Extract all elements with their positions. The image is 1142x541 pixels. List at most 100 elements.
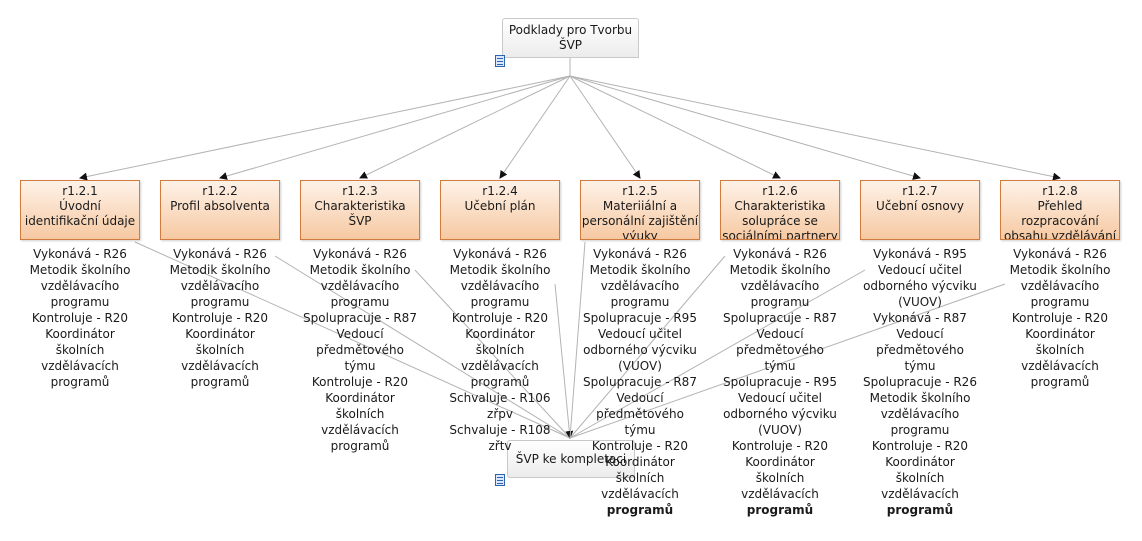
role-line: školních [475,343,525,357]
role-line: Metodik školního [729,263,831,277]
role-line: programu [330,295,390,309]
process-title: Charakteristika solupráce se sociálními … [722,199,838,240]
process-title: Charakteristika ŠVP [314,199,406,228]
role-line: vzdělávacího [180,279,260,293]
role-line: týmu [904,359,936,373]
process-id: r1.2.5 [622,184,658,198]
connector-to-r1-2-2 [219,75,571,180]
connector-to-r1-2-6 [569,75,781,179]
role-line: Spolupracuje - R87 [303,311,417,325]
process-id: r1.2.2 [202,184,238,198]
role-line: (VUOV) [898,295,942,309]
role-line: Kontroluje - R20 [871,439,969,453]
role-line: programu [50,295,110,309]
role-line: Vedoucí [756,327,804,341]
document-icon [495,474,505,486]
podklady-document[interactable]: Podklady pro Tvorbu ŠVP [502,18,639,58]
role-line: vzdělávacího [40,279,120,293]
role-line: vzdělávacích [321,423,399,437]
connector-to-r1-2-7 [569,75,921,180]
connector-to-r1-2-3 [359,75,571,179]
svp-ke-kompletaci-document-label: ŠVP ke kompletaci [515,451,627,466]
role-line: programů [190,375,250,389]
process-title: Učební osnovy [876,199,964,213]
podklady-document-label-line1: Podklady pro Tvorbu [508,23,633,37]
role-line: Schvaluje - R108 [449,423,551,437]
role-line: Metodik školního [169,263,271,277]
role-line: Vykonává - R26 [173,247,267,261]
role-line: vzdělávacích [41,359,119,373]
role-line: programu [1030,295,1090,309]
role-line: (VUOV) [618,359,662,373]
role-line: Koordinátor [1025,327,1095,341]
role-line: programu [750,295,810,309]
role-line: Vykonává - R95 [873,247,967,261]
process-title: Materiiální a personální zajištění výuky [581,199,699,240]
role-line: Vedoucí učitel [598,327,682,341]
role-line: vzdělávacích [1021,359,1099,373]
role-line: programů [470,375,530,389]
role-line: Metodik školního [869,391,971,405]
connector-to-r1-2-8 [569,75,1061,181]
role-line: Koordinátor [185,327,255,341]
process-id: r1.2.3 [342,184,378,198]
process-id: r1.2.7 [902,184,938,198]
role-line: Kontroluje - R20 [171,311,269,325]
role-line: vzdělávacího [600,279,680,293]
role-line: týmu [344,359,376,373]
process-title: Úvodní identifikační údaje [24,199,136,228]
role-line: Kontroluje - R20 [1011,311,1109,325]
role-line: předmětového [596,407,684,421]
role-line: Vedoucí [616,391,664,405]
role-line: Metodik školního [309,263,411,277]
role-line: Metodik školního [29,263,131,277]
role-line: Koordinátor [325,391,395,405]
role-line: vzdělávacího [1020,279,1100,293]
role-line: školních [615,471,665,485]
role-line: programů [330,439,390,453]
role-line: vzdělávacích [601,487,679,501]
role-line: školních [1035,343,1085,357]
process-id: r1.2.6 [762,184,798,198]
role-line: programů [1030,375,1090,389]
role-line: Metodik školního [589,263,691,277]
role-line: Vykonává - R26 [453,247,547,261]
role-line: školních [55,343,105,357]
role-line: školních [755,471,805,485]
role-line: programů [746,503,814,517]
svp-ke-kompletaci-document[interactable]: ŠVP ke kompletaci [507,440,635,478]
role-line: Koordinátor [465,327,535,341]
role-line: předmětového [736,343,824,357]
role-line: programů [606,503,674,517]
role-line: vzdělávacího [880,407,960,421]
role-line: vzdělávacího [740,279,820,293]
role-line: předmětového [316,343,404,357]
role-line: vzdělávacích [461,359,539,373]
connector-to-r1-2-1 [79,75,571,181]
role-line: Spolupracuje - R26 [863,375,977,389]
role-line: týmu [624,423,656,437]
role-line: týmu [764,359,796,373]
role-line: Vykonává - R87 [873,311,967,325]
role-line: Kontroluje - R20 [731,439,829,453]
role-line: programů [886,503,954,517]
role-line: školních [195,343,245,357]
role-line: odborného výcviku [723,407,837,421]
role-line: Koordinátor [45,327,115,341]
document-icon [495,55,505,67]
